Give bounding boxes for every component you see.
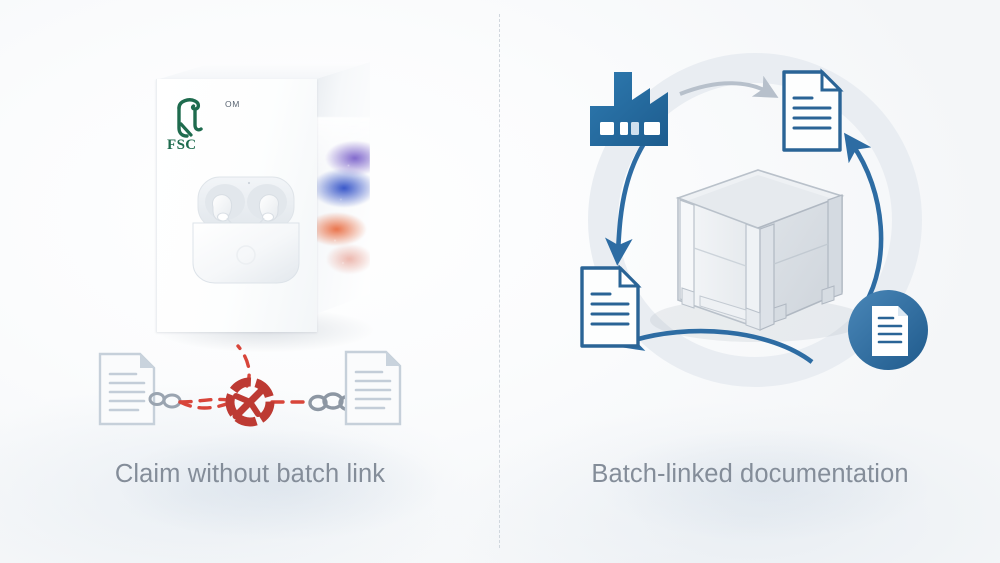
cycle-arrow (844, 132, 884, 306)
batch-documentation-cycle (560, 52, 950, 392)
left-panel-caption: Claim without batch link (114, 460, 386, 488)
cycle-ring (588, 53, 922, 387)
left-panel: FSC OM (0, 62, 500, 488)
product-packaging: FSC OM (150, 62, 373, 352)
license-mark-text: OM (225, 99, 240, 109)
fsc-tree-logo-icon (177, 98, 203, 138)
document-circle-icon (848, 290, 928, 370)
document-icon (580, 264, 642, 348)
earbuds-product-image (192, 176, 300, 284)
panel-divider (499, 14, 500, 548)
document-icon (98, 352, 156, 426)
nebula-artwork (316, 117, 370, 305)
pallet-box-icon (650, 169, 866, 342)
right-panel-caption: Batch-linked documentation (591, 460, 909, 488)
box-top-panel (156, 62, 370, 80)
cycle-arrow (614, 324, 814, 364)
fsc-logo-text: FSC (167, 137, 197, 153)
factory-to-document-arrow (679, 75, 779, 98)
right-panel: Batch-linked documentation (500, 0, 1000, 563)
broken-chain-link-icon (225, 377, 275, 427)
document-icon (344, 350, 402, 426)
document-icon (782, 68, 844, 152)
factory-icon (590, 72, 668, 146)
broken-link-illustration (0, 340, 500, 436)
box-side-panel (316, 62, 370, 314)
box-front-panel: FSC OM (156, 79, 317, 332)
